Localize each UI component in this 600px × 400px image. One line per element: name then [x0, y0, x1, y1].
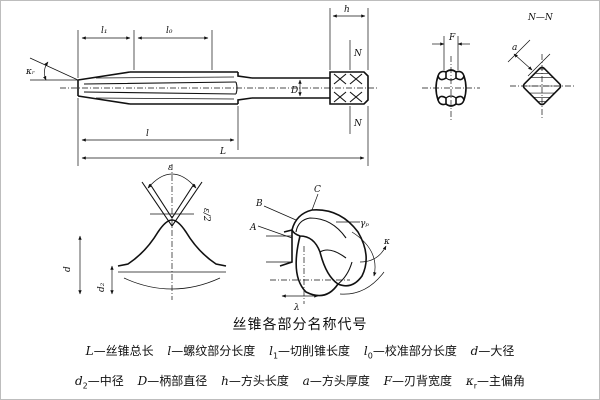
legend-item: d—大径 — [470, 344, 515, 358]
label-kappa: κ — [383, 237, 390, 247]
legend-item: d2—中径 — [74, 374, 124, 391]
label-lambda: λ — [293, 303, 300, 313]
figure-caption: 丝锥各部分名称代号 — [232, 317, 368, 333]
label-d: d — [63, 266, 73, 272]
label-d2: d₂ — [97, 282, 107, 292]
label-B: B — [255, 199, 263, 209]
section-n-n: N—N a — [507, 13, 574, 118]
legend-item: l1—切削锥长度 — [269, 344, 351, 361]
legend-row-1: L—丝锥总长 l—螺纹部分长度 l1—切削锥长度 l0—校准部分长度 d—大径 — [0, 342, 600, 360]
label-section-nn: N—N — [527, 13, 554, 23]
label-n-bottom: N — [353, 119, 363, 129]
label-C: C — [314, 185, 321, 195]
label-l1: l₁ — [101, 26, 108, 36]
legend-item: l—螺纹部分长度 — [167, 344, 256, 358]
legend-item: h—方头长度 — [221, 374, 289, 388]
label-d-shank: D — [290, 86, 298, 96]
label-h: h — [344, 5, 350, 15]
label-A: A — [249, 223, 257, 233]
label-epsilon: ε — [168, 163, 173, 173]
label-l0: l₀ — [166, 26, 173, 36]
cutting-edge-detail: B C A γₚ κ λ — [249, 185, 390, 313]
legend-item: F—刃背宽度 — [383, 374, 452, 388]
tap-side-view: l₁ l₀ h N N D κᵣ l L — [25, 5, 378, 166]
label-gamma-p: γₚ — [360, 219, 369, 229]
legend-row-2: d2—中径 D—柄部直径 h—方头长度 a—方头厚度 F—刃背宽度 κr—主偏角 — [0, 372, 600, 390]
label-half-epsilon: ε/2 — [201, 208, 211, 222]
legend-item: κr—主偏角 — [465, 374, 526, 391]
label-l: l — [146, 129, 149, 139]
legend-item: l0—校准部分长度 — [363, 344, 457, 361]
label-L: L — [219, 147, 226, 157]
legend-item: a—方头厚度 — [302, 374, 370, 388]
tap-end-view: F — [422, 33, 480, 122]
thread-profile: ε ε/2 d d₂ — [63, 163, 227, 300]
label-kr: κᵣ — [25, 67, 35, 77]
legend-item: D—柄部直径 — [137, 374, 208, 388]
label-F: F — [448, 33, 456, 43]
label-n-top: N — [353, 49, 363, 59]
legend-item: L—丝锥总长 — [85, 344, 154, 358]
label-a: a — [512, 43, 517, 53]
